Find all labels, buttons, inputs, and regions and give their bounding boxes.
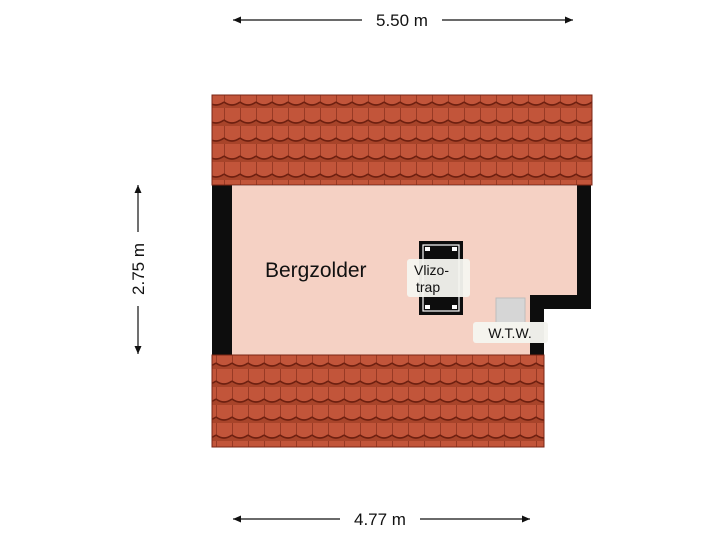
wtw-unit bbox=[495, 297, 526, 325]
left-wall bbox=[212, 183, 232, 355]
dimension-left: 2.75 m bbox=[129, 185, 148, 354]
dimension-bottom-label: 4.77 m bbox=[354, 510, 406, 529]
roof-bottom bbox=[211, 354, 545, 448]
wtw-label-text: W.T.W. bbox=[488, 325, 532, 341]
dimension-left-label: 2.75 m bbox=[129, 243, 148, 295]
dimension-top: 5.50 m bbox=[233, 11, 573, 30]
wtw-label: W.T.W. bbox=[473, 322, 548, 343]
roof-top bbox=[211, 94, 593, 186]
vlizotrap-label: Vlizo- trap bbox=[407, 259, 470, 297]
room-label-bergzolder: Bergzolder bbox=[265, 259, 367, 282]
right-step-wall bbox=[530, 295, 591, 309]
vlizotrap-label-line2: trap bbox=[416, 279, 440, 295]
vlizotrap-label-line1: Vlizo- bbox=[414, 262, 449, 278]
dimension-top-label: 5.50 m bbox=[376, 11, 428, 30]
right-wall bbox=[577, 185, 591, 309]
floor-area bbox=[232, 186, 577, 355]
dimension-bottom: 4.77 m bbox=[233, 510, 530, 529]
